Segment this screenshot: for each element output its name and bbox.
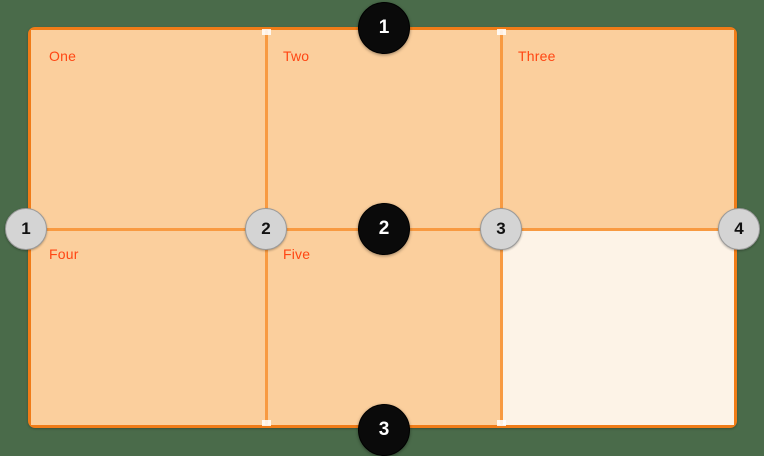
column-handle-2[interactable]: 2 [245,208,287,250]
cell-label-four: Four [49,246,79,262]
grid-cells: One Two Three Four Five [31,30,734,425]
grid-cell-4[interactable]: Four [31,228,265,425]
divider-nub-bottom [497,420,506,426]
column-handle-1[interactable]: 1 [5,208,47,250]
row-handle-3[interactable]: 3 [358,404,410,456]
column-handle-1-label: 1 [21,219,31,238]
row-handle-2[interactable]: 2 [358,203,410,255]
column-handle-3[interactable]: 3 [480,208,522,250]
grid-cell-2[interactable]: Two [265,30,500,228]
column-handle-4-label: 4 [734,219,744,238]
divider-nub-top [262,29,271,35]
grid-cell-3[interactable]: Three [500,30,734,228]
cell-label-one: One [49,48,77,64]
row-handle-3-label: 3 [378,419,390,440]
column-handle-2-label: 2 [261,219,271,238]
row-handle-1-label: 1 [378,17,390,38]
column-handle-3-label: 3 [496,219,506,238]
grid-cell-1[interactable]: One [31,30,265,228]
cell-label-two: Two [283,48,310,64]
grid-frame: One Two Three Four Five [28,27,737,428]
divider-nub-top [497,29,506,35]
grid-cell-5[interactable]: Five [265,228,500,425]
column-handle-4[interactable]: 4 [718,208,760,250]
cell-label-five: Five [283,246,311,262]
divider-nub-bottom [262,420,271,426]
row-handle-1[interactable]: 1 [358,2,410,54]
cell-label-three: Three [518,48,556,64]
row-handle-2-label: 2 [378,218,390,239]
grid-cell-6-empty[interactable] [500,228,734,425]
